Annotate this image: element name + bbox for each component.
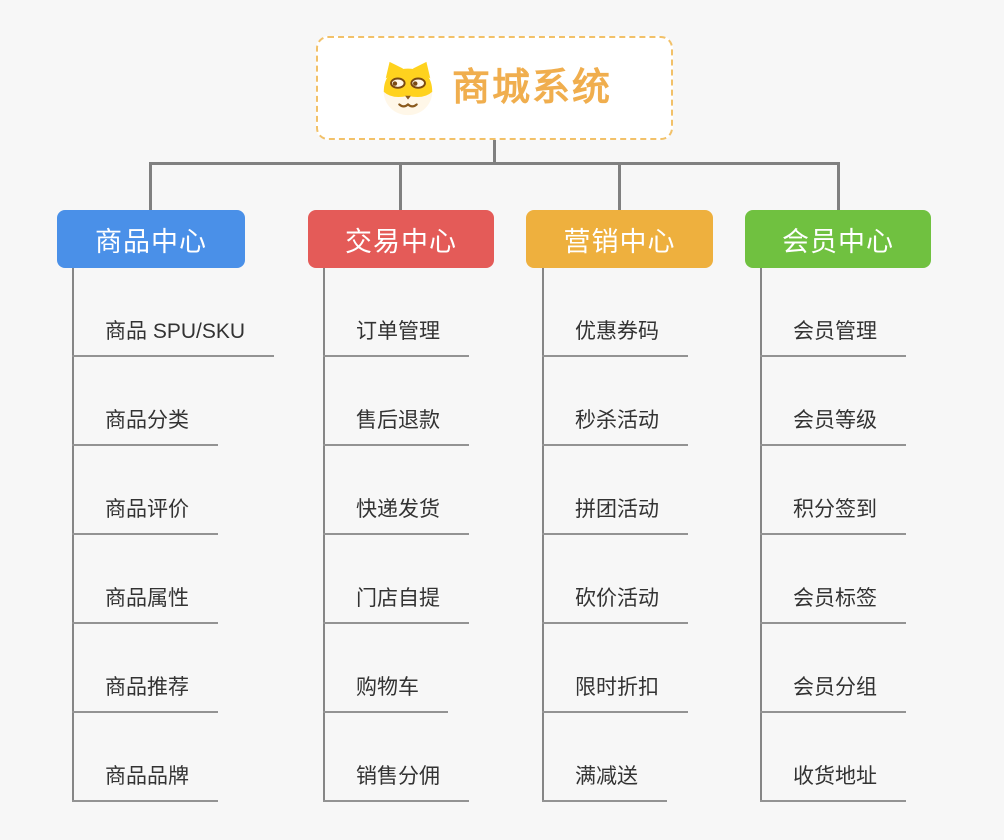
leaf-node[interactable]: 商品分类 bbox=[72, 408, 218, 446]
branch-node-marketing-center[interactable]: 营销中心 bbox=[526, 210, 713, 268]
branch-node-member-center[interactable]: 会员中心 bbox=[745, 210, 931, 268]
connector-root-dropper bbox=[493, 140, 496, 164]
connector-dropper bbox=[618, 162, 621, 210]
leaf-node[interactable]: 售后退款 bbox=[323, 408, 469, 446]
leaf-node[interactable]: 门店自提 bbox=[323, 586, 469, 624]
leaf-node[interactable]: 销售分佣 bbox=[323, 764, 469, 802]
leaf-node[interactable]: 商品 SPU/SKU bbox=[72, 319, 275, 357]
leaf-node[interactable]: 订单管理 bbox=[323, 319, 469, 357]
leaf-node[interactable]: 会员分组 bbox=[760, 675, 906, 713]
connector-dropper bbox=[149, 162, 152, 210]
leaf-node[interactable]: 拼团活动 bbox=[542, 497, 688, 535]
connector-dropper bbox=[399, 162, 402, 210]
branch-node-trade-center[interactable]: 交易中心 bbox=[308, 210, 494, 268]
leaf-node[interactable]: 优惠券码 bbox=[542, 319, 688, 357]
leaf-node[interactable]: 会员管理 bbox=[760, 319, 906, 357]
leaf-node[interactable]: 快递发货 bbox=[323, 497, 469, 535]
leaf-node[interactable]: 商品属性 bbox=[72, 586, 218, 624]
connector-dropper bbox=[837, 162, 840, 210]
leaf-node[interactable]: 秒杀活动 bbox=[542, 408, 688, 446]
connector-horizontal-line bbox=[149, 162, 840, 165]
leaf-node[interactable]: 会员标签 bbox=[760, 586, 906, 624]
leaf-node[interactable]: 积分签到 bbox=[760, 497, 906, 535]
branch-node-product-center[interactable]: 商品中心 bbox=[57, 210, 245, 268]
leaf-node[interactable]: 收货地址 bbox=[760, 764, 906, 802]
leaf-node[interactable]: 商品推荐 bbox=[72, 675, 218, 713]
shiba-dog-icon bbox=[383, 61, 433, 116]
leaf-node[interactable]: 购物车 bbox=[323, 675, 448, 713]
leaf-node[interactable]: 限时折扣 bbox=[542, 675, 688, 713]
root-node[interactable]: 商城系统 bbox=[316, 36, 673, 140]
leaf-node[interactable]: 满减送 bbox=[542, 764, 667, 802]
root-title: 商城系统 bbox=[451, 67, 612, 109]
leaf-node[interactable]: 商品品牌 bbox=[72, 764, 218, 802]
leaf-node[interactable]: 砍价活动 bbox=[542, 586, 688, 624]
leaf-node[interactable]: 会员等级 bbox=[760, 408, 906, 446]
leaf-node[interactable]: 商品评价 bbox=[72, 497, 218, 535]
